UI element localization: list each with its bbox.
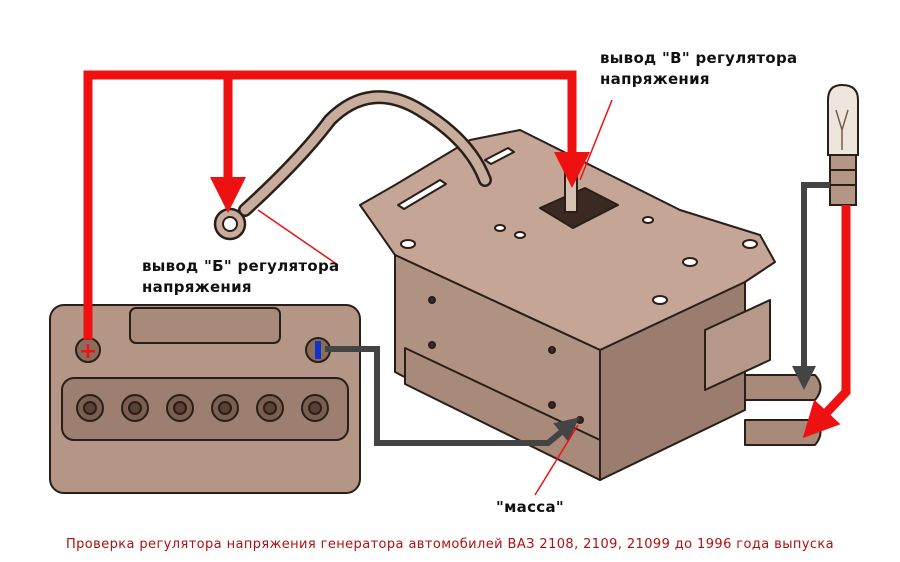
red-wires	[83, 70, 851, 439]
label-terminal-b: вывод "Б" регулятора напряжения	[142, 256, 339, 298]
voltage-regulator	[359, 129, 822, 481]
label-terminal-b-line2: напряжения	[142, 278, 252, 296]
figure-caption: Проверка регулятора напряжения генератор…	[65, 537, 835, 552]
label-terminal-b-line1: вывод "Б" регулятора	[142, 257, 340, 275]
battery-caps	[76, 394, 329, 422]
label-terminal-v-line1: вывод "В" регулятора	[600, 49, 798, 67]
gray-wires	[325, 182, 830, 446]
battery-minus-sign	[315, 341, 321, 359]
battery-plus-sign: +	[79, 339, 97, 364]
label-ground: "масса"	[496, 498, 565, 516]
test-lamp	[827, 83, 859, 206]
callout-lines	[257, 99, 613, 496]
label-terminal-v-line2: напряжения	[600, 70, 710, 88]
battery	[49, 304, 361, 494]
lead-b	[213, 90, 492, 241]
label-terminal-v: вывод "В" регулятора напряжения	[600, 48, 797, 90]
